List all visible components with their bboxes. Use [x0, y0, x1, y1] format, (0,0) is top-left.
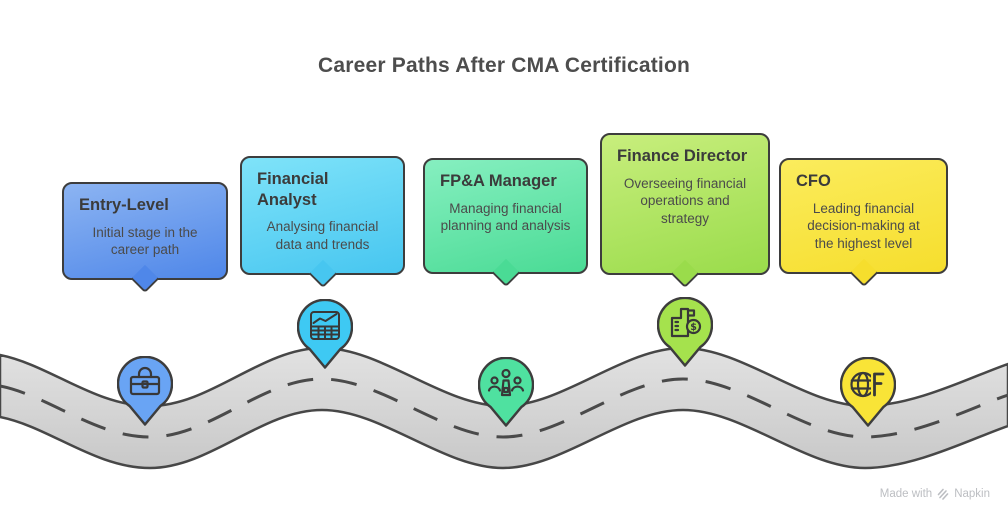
stage-title: FP&A Manager	[440, 172, 557, 190]
meeting-icon	[487, 368, 525, 397]
watermark-prefix: Made with	[879, 488, 933, 500]
chart-icon	[310, 311, 340, 340]
stage-card-entry-level: Entry-Level Initial stage in the career …	[62, 182, 228, 294]
napkin-logo-icon	[937, 488, 949, 500]
stage-description: Initial stage in the career path	[92, 224, 198, 258]
stage-title: Financial Analyst	[257, 170, 329, 209]
pin-cfo	[840, 357, 896, 427]
road-center-dashes	[0, 377, 1008, 439]
pin-entry-level	[117, 356, 173, 426]
page-title: Career Paths After CMA Certification	[317, 54, 691, 77]
stage-card-financial-analyst: Financial Analyst Analysing financial da…	[240, 156, 405, 289]
stage-card-cfo: CFO Leading financial decision-making at…	[779, 158, 948, 288]
pin-fpa-manager	[478, 357, 534, 427]
watermark-brand: Napkin	[954, 488, 990, 500]
napkin-watermark[interactable]: Made with Napkin	[880, 488, 990, 500]
pin-finance-director: $	[657, 297, 713, 367]
pin-financial-analyst	[297, 299, 353, 369]
stage-description: Overseeing financial operations and stra…	[623, 175, 747, 227]
stage-description: Managing financial planning and analysis	[440, 200, 571, 234]
stage-title: CFO	[796, 172, 831, 190]
stage-title: Finance Director	[617, 147, 748, 165]
stage-description: Analysing financial data and trends	[266, 219, 379, 253]
stage-title: Entry-Level	[79, 196, 169, 214]
stage-description: Leading financial decision-making at the…	[807, 200, 920, 252]
building-dollar-icon: $	[670, 307, 702, 338]
stage-card-fpa-manager: FP&A Manager Managing financial planning…	[423, 158, 588, 288]
briefcase-icon	[129, 366, 161, 396]
stage-card-finance-director: Finance Director Overseeing financial op…	[600, 133, 770, 289]
globe-f-icon	[850, 370, 887, 399]
svg-text:$: $	[690, 322, 697, 333]
